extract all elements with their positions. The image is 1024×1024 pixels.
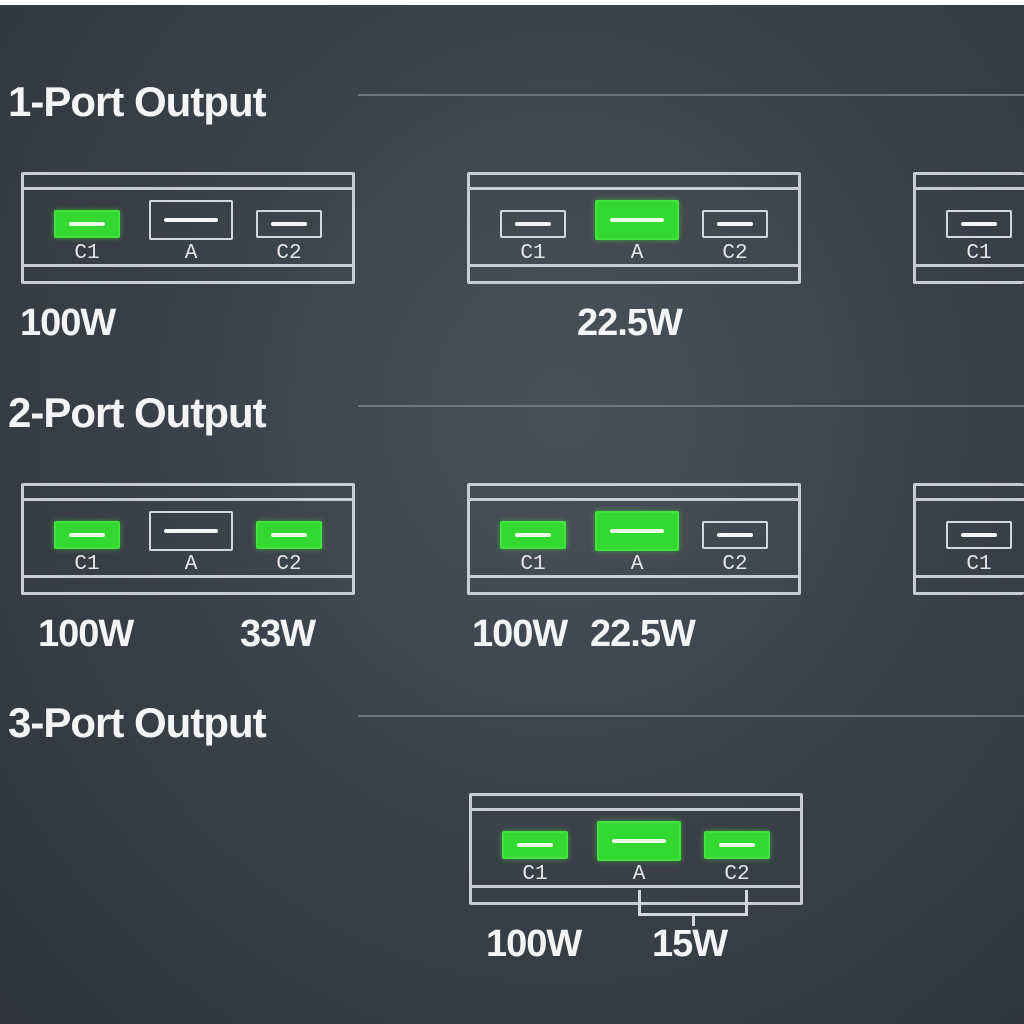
device-diagram-1port-partial: C1 [913, 172, 1024, 284]
wattage-label-c1: 100W [472, 613, 568, 655]
port-label-a: A [632, 863, 646, 886]
port-label-c1: C1 [74, 553, 100, 576]
port-label-a: A [630, 242, 644, 265]
port-label-c1: C1 [966, 242, 992, 265]
wattage-label-c1: 100W [38, 613, 134, 655]
device-outline [21, 483, 355, 595]
device-bottom-edge [21, 575, 355, 578]
device-bottom-edge [467, 575, 801, 578]
device-bottom-edge [467, 264, 801, 267]
section-divider [358, 94, 1024, 96]
port-label-c1: C1 [520, 242, 546, 265]
usb-c-port-c2 [702, 521, 768, 549]
device-bottom-edge [913, 264, 1024, 267]
usb-c-port-c1 [946, 521, 1012, 549]
port-label-c2: C2 [724, 863, 750, 886]
device-outline [913, 172, 1024, 284]
port-label-c1: C1 [520, 553, 546, 576]
port-label-c1: C1 [966, 553, 992, 576]
usb-c-port-c1 [54, 210, 120, 238]
device-top-edge [469, 808, 803, 811]
port-label-c2: C2 [276, 242, 302, 265]
port-label-c1: C1 [522, 863, 548, 886]
bracket-stem [692, 914, 695, 926]
device-bottom-edge [21, 264, 355, 267]
section-divider [358, 715, 1024, 717]
usb-c-port-c1 [500, 210, 566, 238]
port-label-c2: C2 [722, 553, 748, 576]
port-label-c2: C2 [276, 553, 302, 576]
device-top-edge [913, 498, 1024, 501]
usb-c-port-c1 [500, 521, 566, 549]
port-label-a: A [184, 242, 198, 265]
device-top-edge [913, 187, 1024, 190]
device-diagram-2port-partial: C1 [913, 483, 1024, 595]
device-bottom-edge [913, 575, 1024, 578]
usb-a-port [149, 511, 233, 551]
usb-c-port-c1 [946, 210, 1012, 238]
section-title-2-port: 2-Port Output [8, 389, 267, 436]
shared-output-bracket [638, 890, 748, 916]
device-diagram-2port-c1-c2: C1 A C2 [21, 483, 355, 595]
wattage-label-a-c2-shared: 15W [652, 923, 728, 965]
usb-a-port [597, 821, 681, 861]
device-diagram-1port-c1: C1 A C2 [21, 172, 355, 284]
usb-a-port [595, 511, 679, 551]
port-label-a: A [184, 553, 198, 576]
usb-c-port-c2 [256, 521, 322, 549]
device-outline [913, 483, 1024, 595]
device-bottom-edge [469, 885, 803, 888]
wattage-label-a: 22.5W [590, 613, 696, 655]
device-outline [467, 172, 801, 284]
device-top-edge [467, 187, 801, 190]
device-top-edge [21, 498, 355, 501]
usb-c-port-c2 [704, 831, 770, 859]
usb-a-port [149, 200, 233, 240]
top-border-strip [0, 0, 1024, 5]
usb-a-port [595, 200, 679, 240]
wattage-label: 22.5W [577, 302, 683, 344]
usb-c-port-c1 [502, 831, 568, 859]
device-top-edge [467, 498, 801, 501]
usb-c-port-c2 [702, 210, 768, 238]
section-divider [358, 405, 1024, 407]
section-title-1-port: 1-Port Output [8, 78, 267, 125]
wattage-label: 100W [20, 302, 116, 344]
wattage-label-c2: 33W [240, 613, 316, 655]
port-label-a: A [630, 553, 644, 576]
device-diagram-2port-c1-a: C1 A C2 [467, 483, 801, 595]
device-diagram-3port: C1 A C2 [469, 793, 803, 905]
device-outline [467, 483, 801, 595]
usb-c-port-c1 [54, 521, 120, 549]
device-top-edge [21, 187, 355, 190]
device-outline [21, 172, 355, 284]
port-label-c1: C1 [74, 242, 100, 265]
device-outline [469, 793, 803, 905]
port-label-c2: C2 [722, 242, 748, 265]
device-diagram-1port-a: C1 A C2 [467, 172, 801, 284]
section-title-3-port: 3-Port Output [8, 699, 267, 746]
wattage-label-c1: 100W [486, 923, 582, 965]
usb-c-port-c2 [256, 210, 322, 238]
